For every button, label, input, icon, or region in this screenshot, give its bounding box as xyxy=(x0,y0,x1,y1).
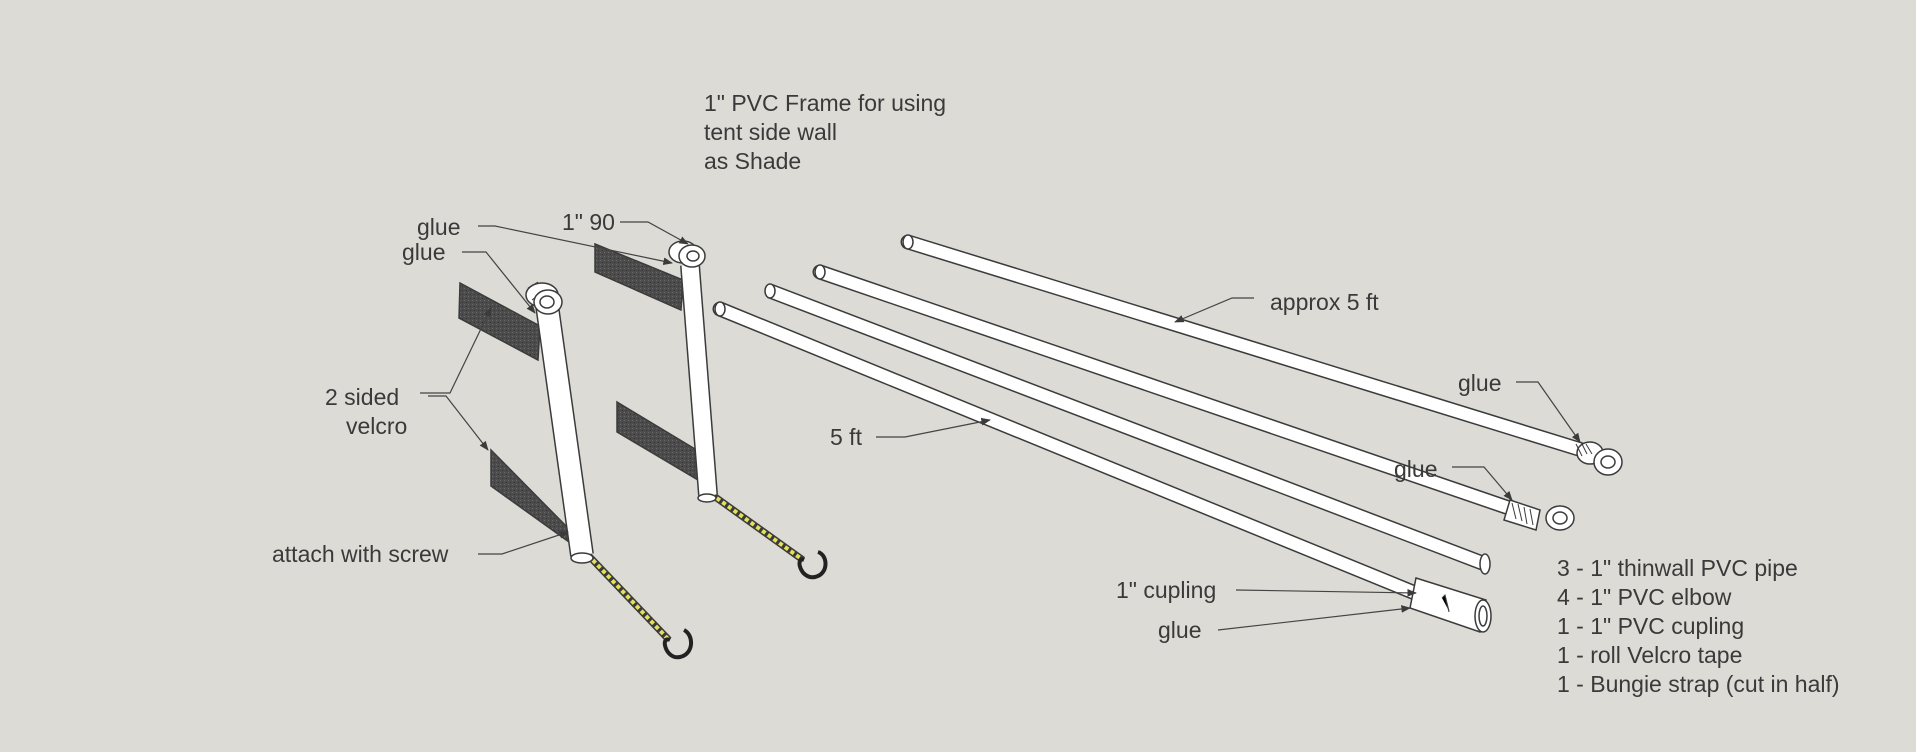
label-glue-c: glue xyxy=(1458,370,1502,396)
velcro-strip xyxy=(616,400,701,482)
parts-list-item: 1 - roll Velcro tape xyxy=(1557,642,1743,668)
label-velcro-line2: velcro xyxy=(346,413,408,439)
parts-list-item: 3 - 1" thinwall PVC pipe xyxy=(1557,555,1798,581)
label-glue-a: glue xyxy=(417,214,461,240)
parts-list-item: 1 - Bungie strap (cut in half) xyxy=(1557,671,1840,697)
label-coupling: 1" cupling xyxy=(1116,577,1217,603)
title-line: tent side wall xyxy=(704,119,837,145)
pipe-2 xyxy=(812,264,1575,531)
title-line: as Shade xyxy=(704,148,802,174)
velcro-strip xyxy=(594,242,684,312)
pipe-5ft xyxy=(712,301,1492,633)
middle-upright xyxy=(594,240,828,580)
pipe-3 xyxy=(764,283,1491,575)
long-pipes xyxy=(712,234,1623,633)
label-5ft: 5 ft xyxy=(830,424,862,450)
velcro-strip xyxy=(458,281,541,362)
label-approx-5ft: approx 5 ft xyxy=(1270,289,1379,315)
parts-list-item: 4 - 1" PVC elbow xyxy=(1557,584,1732,610)
diagram-title: 1" PVC Frame for using tent side wall as… xyxy=(704,89,946,176)
parts-list: 3 - 1" thinwall PVC pipe 4 - 1" PVC elbo… xyxy=(1557,554,1840,699)
leader-lines xyxy=(420,221,1581,631)
label-glue-d: glue xyxy=(1394,456,1438,482)
parts-list-item: 1 - 1" PVC cupling xyxy=(1557,613,1745,639)
label-velcro-line1: 2 sided xyxy=(325,384,400,410)
label-glue-b: glue xyxy=(402,239,446,265)
pipe-approx-5ft xyxy=(900,234,1623,476)
label-attach-screw: attach with screw xyxy=(272,541,449,567)
label-glue-e: glue xyxy=(1158,617,1202,643)
left-upright xyxy=(458,281,693,660)
title-line: 1" PVC Frame for using xyxy=(704,90,947,116)
label-elbow-90: 1" 90 xyxy=(562,209,615,235)
